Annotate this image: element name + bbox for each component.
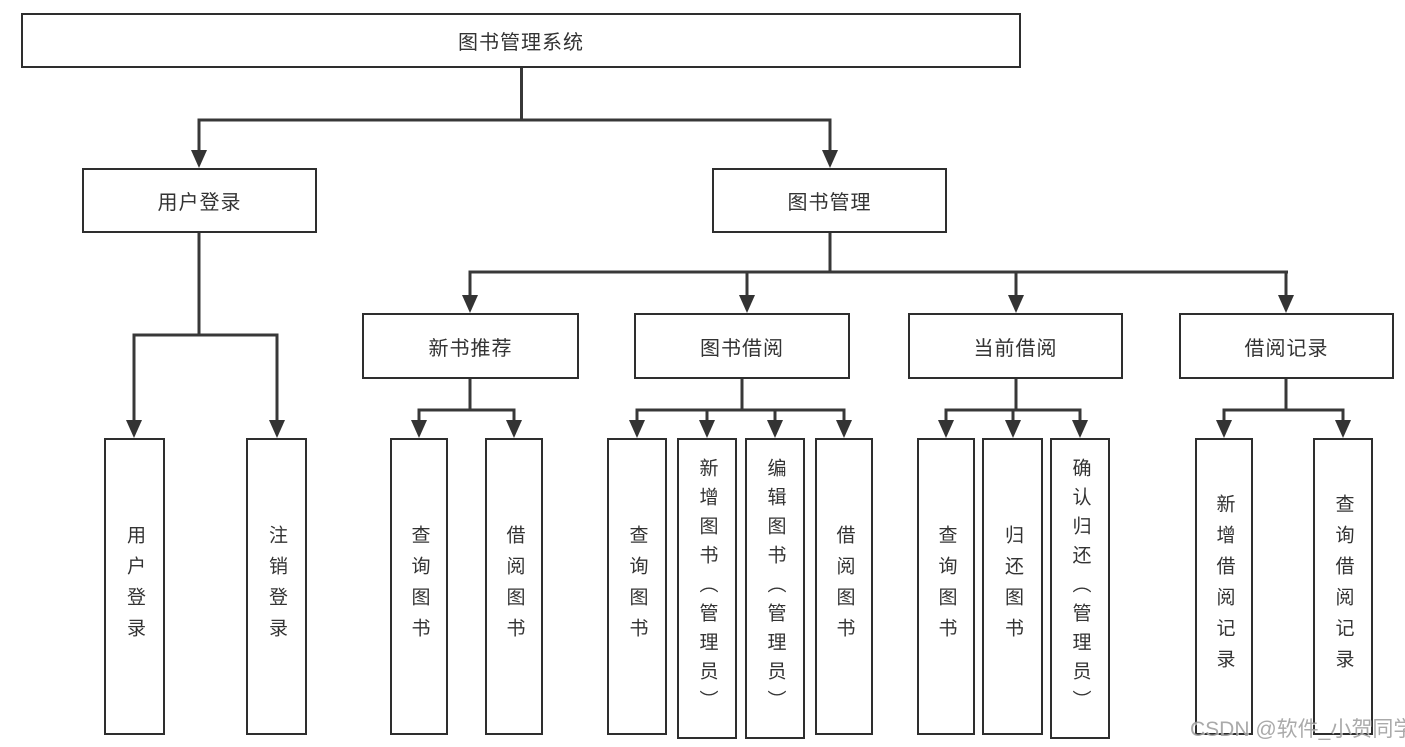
node-label: 查询图书 <box>626 524 648 649</box>
node-label: 编辑图书（管理员） <box>764 458 786 719</box>
csdn-watermark: CSDN @软件_小贺同学 <box>1190 718 1405 741</box>
node-label: 新书推荐 <box>428 337 513 360</box>
node-label: 图书管理 <box>787 192 872 214</box>
node-logout-leaf: 注销登录 <box>246 438 307 735</box>
node-library-management-system: 图书管理系统 <box>21 13 1021 68</box>
node-label: 查询借阅记录 <box>1332 493 1354 680</box>
node-borrowing-records: 借阅记录 <box>1179 313 1394 379</box>
node-query-books-2: 查询图书 <box>607 438 667 735</box>
node-add-borrow-record: 新增借阅记录 <box>1195 438 1253 735</box>
node-book-borrowing: 图书借阅 <box>634 313 850 379</box>
node-label: 查询图书 <box>935 524 957 649</box>
node-add-books-admin: 新增图书（管理员） <box>677 438 737 739</box>
node-edit-books-admin: 编辑图书（管理员） <box>745 438 805 739</box>
node-label: 新增借阅记录 <box>1213 493 1235 680</box>
connector-current-borrow-group <box>944 379 1082 421</box>
node-return-books: 归还图书 <box>982 438 1043 735</box>
connector-book-mgmt-to-groups <box>468 233 1288 296</box>
node-label: 确认归还（管理员） <box>1069 458 1091 719</box>
node-label: 用户登录 <box>124 524 145 649</box>
node-current-borrowing: 当前借阅 <box>908 313 1123 379</box>
connector-borrow-record-group <box>1222 379 1345 421</box>
node-label: 归还图书 <box>1002 524 1023 649</box>
connector-root-to-level2 <box>197 68 832 152</box>
connector-new-book-group <box>417 379 516 421</box>
node-query-books-1: 查询图书 <box>390 438 448 735</box>
node-borrow-books-1: 借阅图书 <box>485 438 543 735</box>
node-label: 借阅图书 <box>833 524 855 649</box>
node-book-management-branch: 图书管理 <box>712 168 947 233</box>
node-borrow-books-2: 借阅图书 <box>815 438 873 735</box>
node-label: 借阅图书 <box>503 524 525 649</box>
node-label: 用户登录 <box>157 192 242 214</box>
node-label: 当前借阅 <box>973 337 1058 360</box>
node-query-borrow-record: 查询借阅记录 <box>1313 438 1373 735</box>
node-label: 查询图书 <box>408 524 430 649</box>
node-label: 借阅记录 <box>1244 337 1329 360</box>
node-new-book-recommendation: 新书推荐 <box>362 313 579 379</box>
node-confirm-return-admin: 确认归还（管理员） <box>1050 438 1110 739</box>
node-user-login-branch: 用户登录 <box>82 168 317 233</box>
node-user-login-leaf: 用户登录 <box>104 438 165 735</box>
connector-book-borrow-group <box>635 379 846 421</box>
node-label: 注销登录 <box>266 524 287 649</box>
node-label: 图书借阅 <box>700 337 784 360</box>
connector-user-login-to-leaves <box>132 233 279 421</box>
node-label: 新增图书（管理员） <box>696 458 718 719</box>
node-query-books-3: 查询图书 <box>917 438 975 735</box>
node-label: 图书管理系统 <box>458 32 584 54</box>
